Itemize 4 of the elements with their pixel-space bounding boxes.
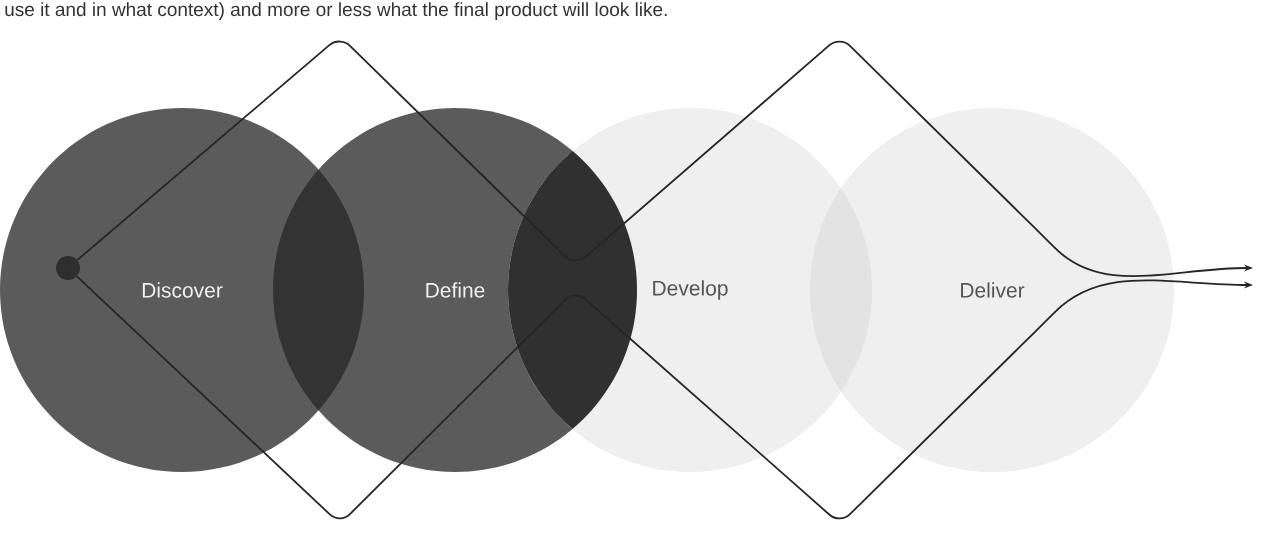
- node-label: Deliver: [961, 282, 1025, 298]
- start-dot: [56, 256, 80, 280]
- text-line: use it and in what context) and more or less what the final product will look like.: [5, 2, 667, 20]
- node-label: Define: [426, 282, 485, 298]
